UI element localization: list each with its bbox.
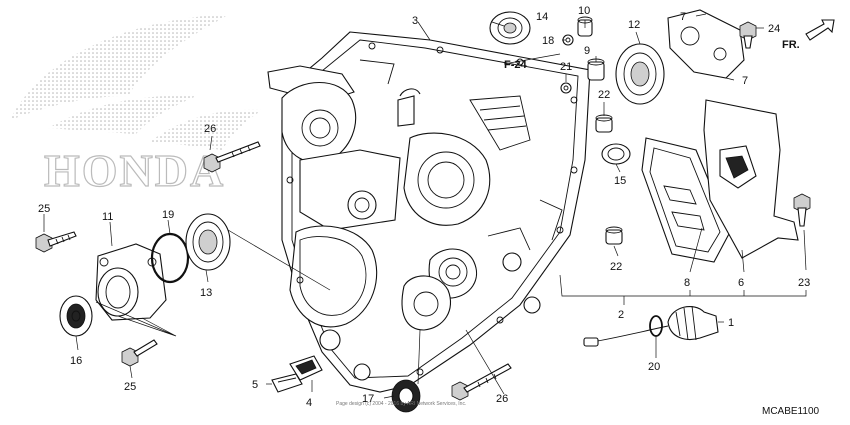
forward-arrow-icon (805, 19, 835, 41)
bolt-26-upper (203, 141, 261, 173)
clip-5 (271, 373, 303, 393)
callout-3: 3 (412, 15, 418, 27)
callout-25a: 25 (38, 203, 50, 215)
callout-6: 6 (738, 277, 744, 289)
callout-13: 13 (200, 287, 212, 299)
callout-4: 4 (306, 397, 312, 409)
callout-22a: 22 (598, 89, 610, 101)
callout-11: 11 (102, 211, 113, 223)
gasket-8 (641, 137, 731, 263)
bearing-14 (489, 11, 531, 45)
bearing-12 (615, 43, 665, 105)
honda-wing-icon (10, 14, 262, 150)
callout-1: 1 (728, 317, 734, 329)
callout-14: 14 (536, 11, 548, 23)
callout-26a: 26 (204, 123, 216, 135)
callout-22b: 22 (610, 261, 622, 273)
reference-label: F-24 (504, 59, 528, 71)
cover-11 (95, 243, 167, 321)
callout-12: 12 (628, 19, 640, 31)
o-ring-20 (649, 315, 663, 337)
cap-4 (289, 355, 323, 381)
leader-lines (43, 13, 807, 399)
bushing-15 (601, 143, 631, 165)
dowel-22-lower (605, 226, 623, 245)
callout-26b: 26 (496, 393, 508, 405)
honda-brand-text: HONDA (44, 145, 225, 196)
cover-plate-6 (703, 99, 799, 259)
washer-21 (560, 82, 572, 94)
dowel-22-upper (595, 114, 613, 133)
bolt-23 (793, 193, 811, 227)
callout-23: 23 (798, 277, 810, 289)
callouts: 3 14 10 18 9 21 12 7 7 24 22 15 22 8 6 2… (38, 5, 810, 409)
callout-25b: 25 (124, 381, 136, 393)
callout-15: 15 (614, 175, 626, 187)
callout-19: 19 (162, 209, 174, 221)
diagram-code: MCABE1100 (762, 406, 820, 417)
callout-18: 18 (542, 35, 554, 47)
callout-20: 20 (648, 361, 660, 373)
direction-label: FR. (782, 39, 800, 51)
bearing-13 (185, 213, 231, 271)
callout-21: 21 (560, 61, 572, 73)
callout-10: 10 (578, 5, 590, 17)
callout-7a: 7 (680, 11, 686, 23)
callout-24: 24 (768, 23, 780, 35)
callout-16: 16 (70, 355, 82, 367)
callout-8: 8 (684, 277, 690, 289)
callout-17: 17 (362, 393, 374, 405)
bolt-24 (739, 21, 757, 49)
gear-17 (391, 379, 421, 413)
sensor-1 (583, 305, 719, 347)
crankcase-cover (267, 31, 591, 393)
bolt-26-lower (451, 363, 512, 401)
copyright-watermark: Page design (c) 2004 - 2016 by ARI Netwo… (336, 401, 466, 407)
bracket-7 (667, 9, 745, 79)
pin-9 (587, 58, 605, 81)
callout-7b: 7 (742, 75, 748, 87)
oil-seal-16 (59, 295, 93, 337)
bolt-25-lower (121, 339, 158, 367)
callout-2: 2 (618, 309, 624, 321)
callout-9: 9 (584, 45, 590, 57)
bolt-25-upper (35, 231, 77, 253)
callout-5: 5 (252, 379, 258, 391)
